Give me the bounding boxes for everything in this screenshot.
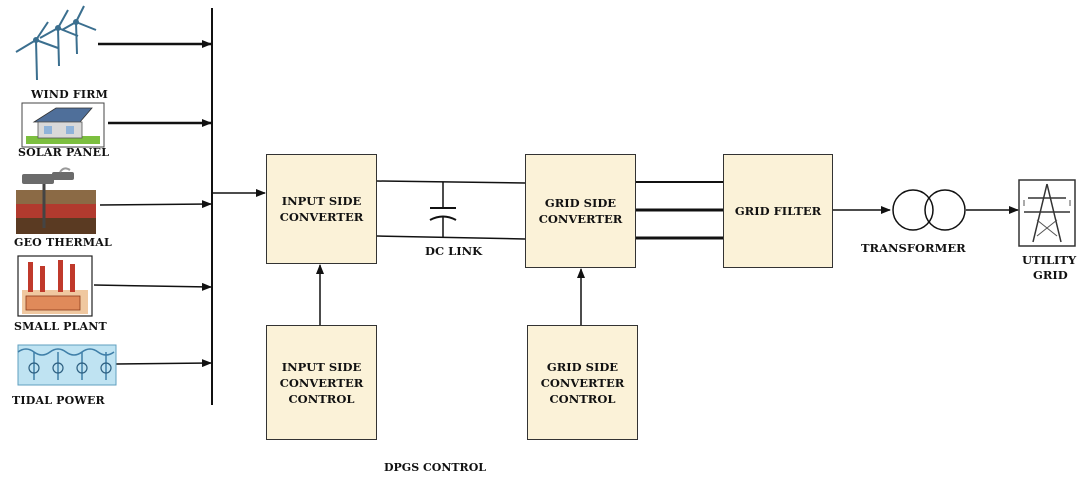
utility-grid-pylon-icon — [1018, 179, 1076, 247]
solar-house-icon — [21, 102, 105, 148]
tidal-power-icon — [17, 344, 117, 386]
input-control-line-2: CONVERTER — [279, 375, 364, 390]
dc-link-capacitor-icon — [429, 182, 457, 237]
input-control-line-3: CONTROL — [288, 391, 355, 406]
grid-side-converter-line-1: GRID SIDE — [544, 196, 617, 210]
grid-filter-label: GRID FILTER — [734, 204, 822, 218]
grid-side-converter-control-block: GRID SIDE CONVERTER CONTROL — [527, 325, 638, 440]
input-side-converter-block: INPUT SIDE CONVERTER — [266, 154, 377, 264]
dpgs-control-label: DPGS CONTROL — [384, 461, 487, 474]
source-label-wind: WIND FIRM — [31, 88, 108, 101]
grid-control-line-1: GRID SIDE — [546, 359, 619, 374]
dc-link-label: DC LINK — [425, 244, 483, 258]
grid-control-line-3: CONTROL — [549, 391, 616, 406]
input-side-converter-control-block: INPUT SIDE CONVERTER CONTROL — [266, 325, 377, 440]
power-plant-icon — [17, 255, 93, 317]
dc-link-bottom-line — [376, 235, 526, 240]
grid-side-converter-block: GRID SIDE CONVERTER — [525, 154, 636, 268]
small-plant-arrow — [93, 282, 212, 291]
tidal-arrow — [115, 359, 212, 368]
input-side-converter-line-2: CONVERTER — [279, 210, 364, 224]
transformer-icon — [892, 189, 966, 231]
source-label-tidal: TIDAL POWER — [12, 394, 105, 407]
input-side-converter-line-1: INPUT SIDE — [281, 194, 362, 208]
geothermal-arrow — [99, 200, 212, 209]
transformer-label: TRANSFORMER — [861, 241, 966, 255]
utility-grid-label-line-2: GRID — [1033, 268, 1068, 282]
wind-turbine-icon — [15, 5, 97, 81]
grid-control-line-2: CONVERTER — [540, 375, 625, 390]
input-control-line-1: INPUT SIDE — [281, 359, 362, 374]
geothermal-icon — [16, 167, 96, 234]
source-label-geothermal: GEO THERMAL — [14, 236, 112, 249]
dc-link-top-line — [376, 180, 526, 184]
grid-filter-block: GRID FILTER — [723, 154, 833, 268]
utility-grid-label-line-1: UTILITY — [1022, 253, 1077, 267]
source-label-solar: SOLAR PANEL — [18, 146, 110, 159]
source-label-small-plant: SMALL PLANT — [14, 320, 107, 333]
grid-side-converter-line-2: CONVERTER — [538, 212, 623, 226]
